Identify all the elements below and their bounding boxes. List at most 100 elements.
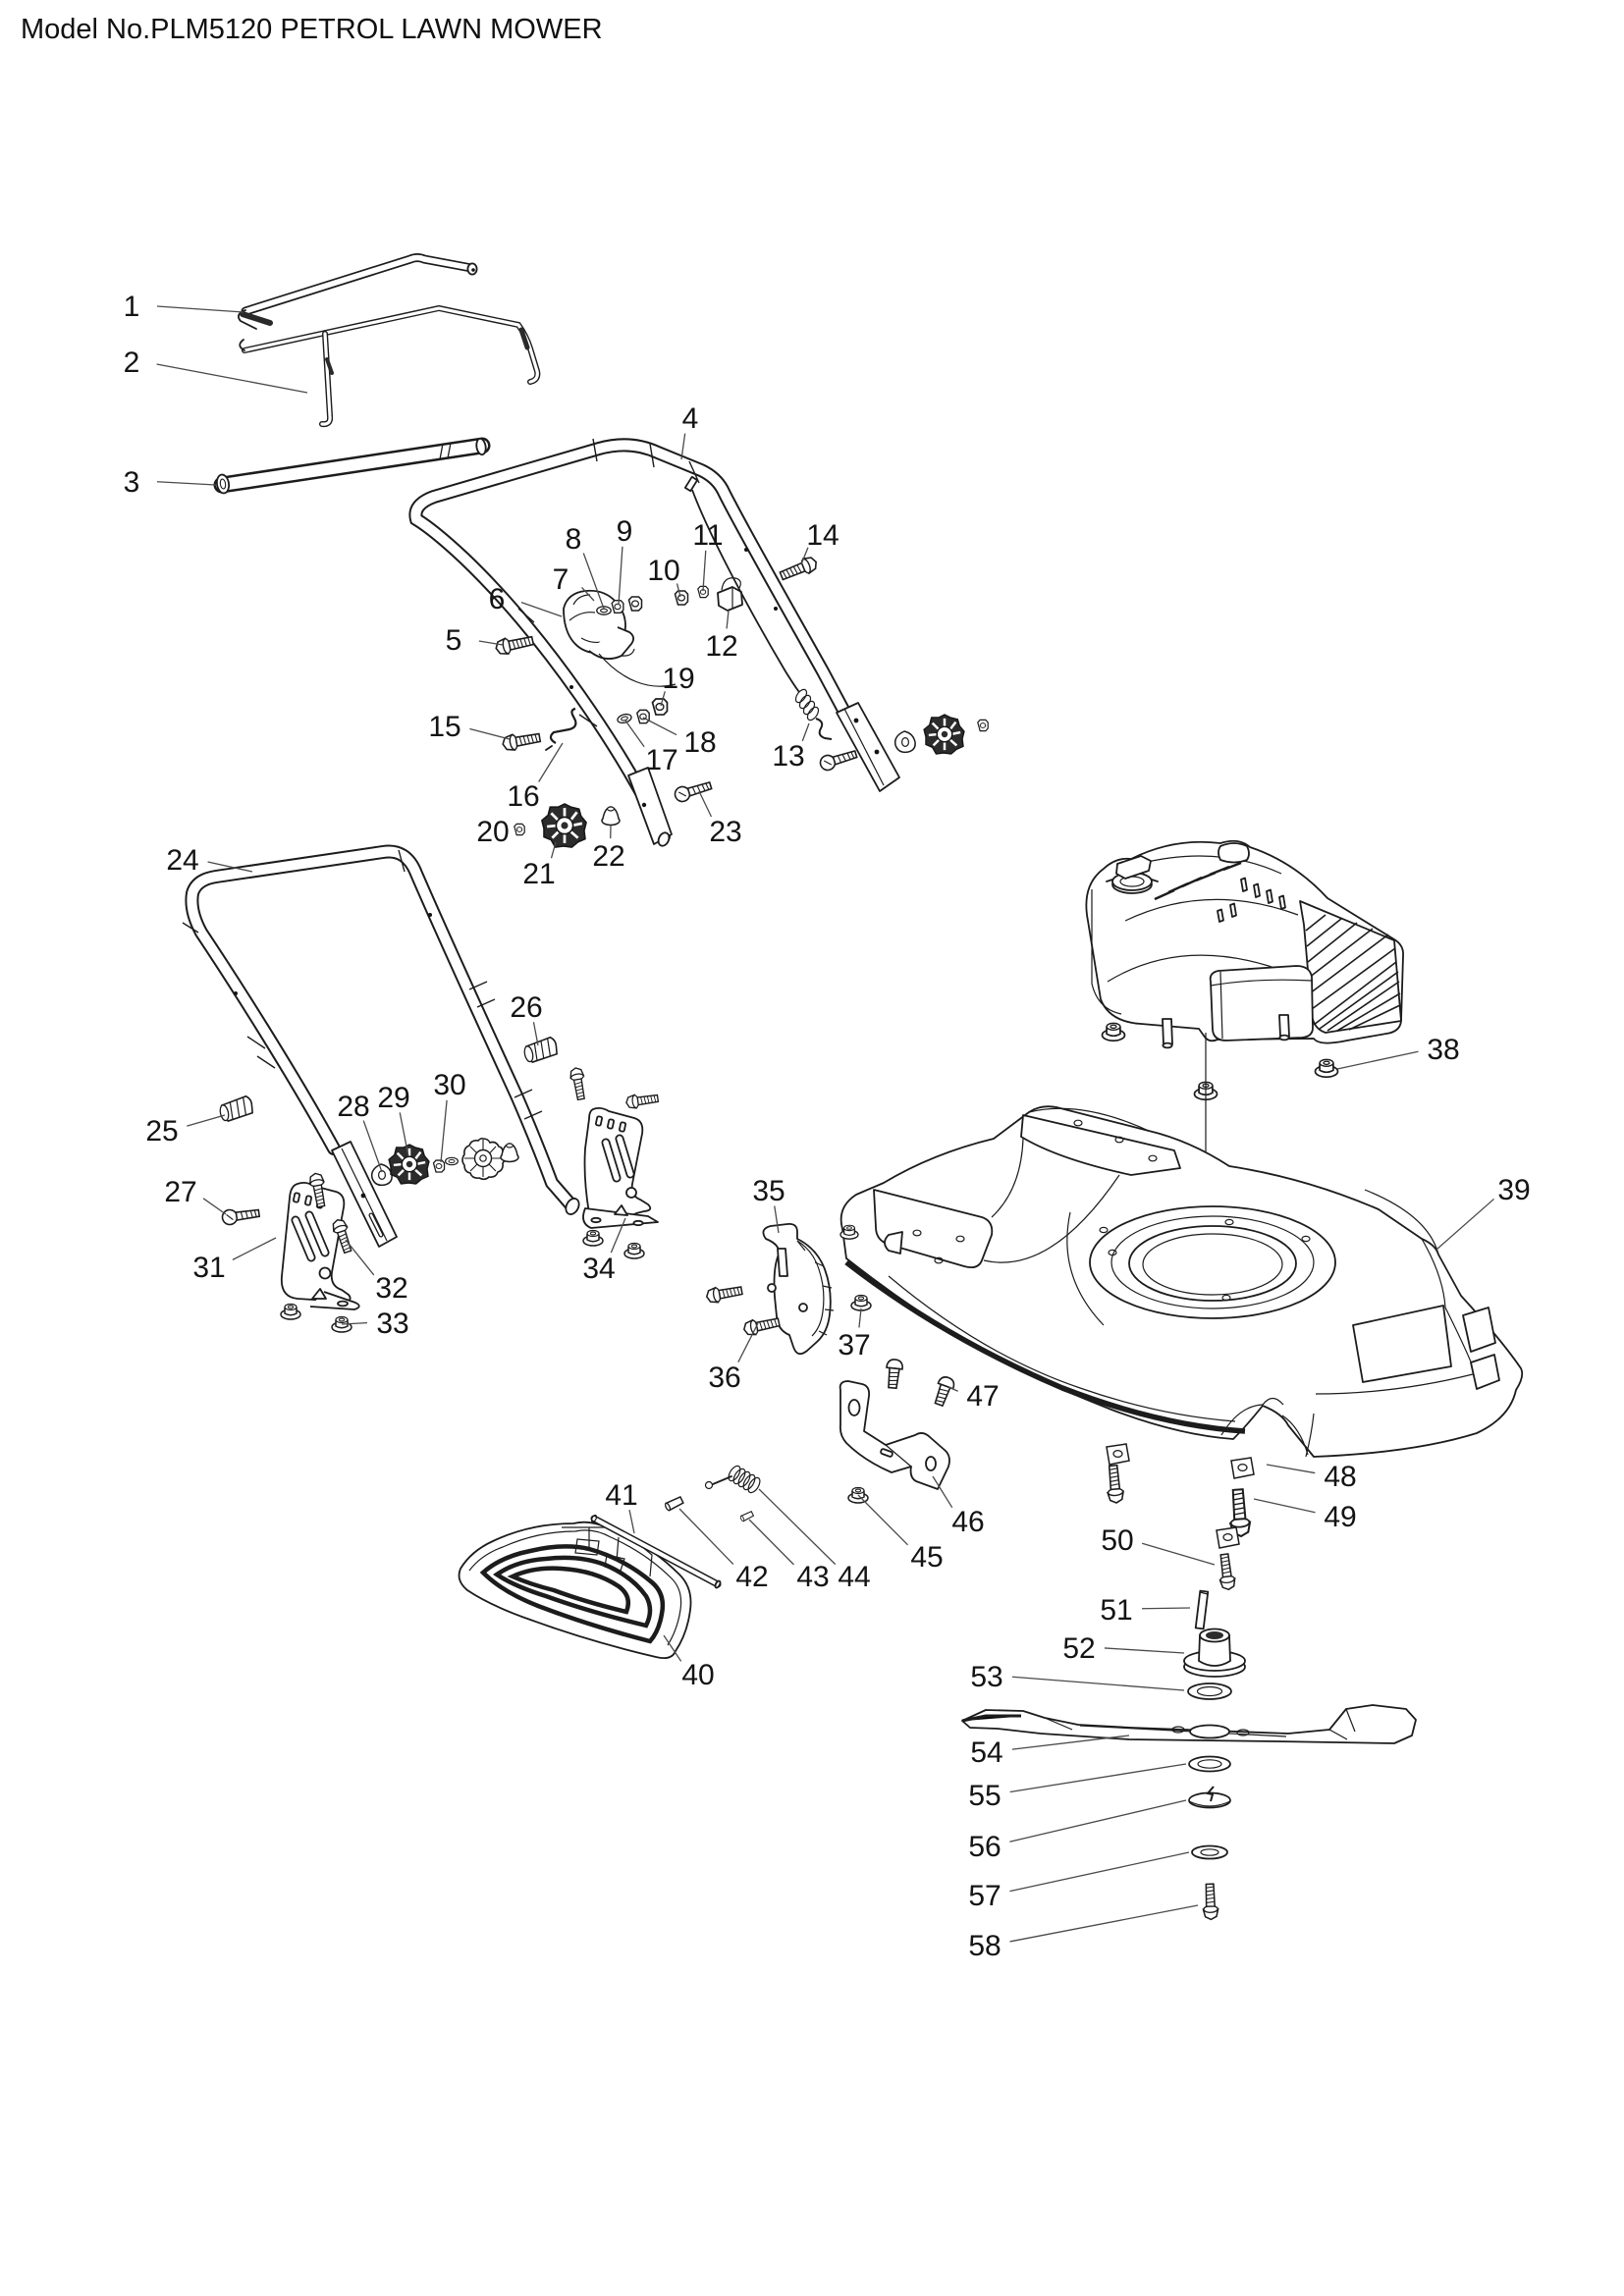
part-label-37: 37	[838, 1329, 870, 1362]
leader-line-58	[1009, 1904, 1199, 1943]
grip-tube-drawing	[213, 437, 491, 495]
leader-line-46	[932, 1475, 953, 1509]
flange-nut-icon	[850, 1294, 872, 1311]
part-label-17: 17	[645, 744, 677, 776]
leader-line-53	[1011, 1676, 1185, 1691]
leader-line-1	[156, 305, 244, 313]
part-label-15: 15	[428, 711, 460, 743]
part-label-6: 6	[489, 583, 506, 615]
leader-line-16	[538, 742, 564, 782]
control-rod-drawing	[239, 304, 541, 428]
leader-line-56	[1009, 1799, 1187, 1842]
part-label-35: 35	[752, 1175, 785, 1207]
leader-line-9	[618, 546, 623, 606]
part-label-39: 39	[1497, 1174, 1530, 1206]
part-label-49: 49	[1324, 1501, 1356, 1533]
part-label-43: 43	[796, 1561, 829, 1593]
part-label-40: 40	[681, 1659, 714, 1691]
right-bracket-drawing	[582, 1106, 659, 1229]
part-label-18: 18	[683, 726, 716, 759]
leader-line-43	[748, 1519, 794, 1566]
leader-line-52	[1104, 1647, 1185, 1654]
nut-icon	[432, 1159, 446, 1173]
flange-nut-icon	[1101, 1022, 1126, 1042]
part-label-10: 10	[647, 555, 679, 587]
screw-icon	[884, 1358, 904, 1390]
nut-icon	[627, 596, 643, 612]
spring-icon	[704, 1465, 761, 1494]
part-label-30: 30	[433, 1069, 465, 1101]
part-label-3: 3	[124, 466, 140, 499]
part-label-31: 31	[192, 1252, 225, 1284]
left-bracket-drawing	[280, 1181, 360, 1310]
part-label-14: 14	[806, 519, 839, 552]
leader-line-4	[680, 433, 686, 460]
nut-icon	[674, 590, 689, 606]
part-label-55: 55	[968, 1780, 1001, 1812]
engine-drawing	[1085, 839, 1404, 1101]
part-label-20: 20	[476, 816, 509, 848]
cone-nut-icon	[601, 806, 621, 827]
guard-bracket-drawing	[762, 1223, 835, 1356]
part-label-21: 21	[522, 858, 555, 890]
washer-icon	[616, 712, 633, 725]
hex-bolt-icon	[568, 1066, 589, 1101]
part-label-8: 8	[566, 523, 582, 556]
leader-line-41	[628, 1509, 635, 1534]
part-label-44: 44	[838, 1561, 870, 1593]
nut-icon	[611, 600, 624, 614]
leader-line-13	[801, 722, 810, 742]
square-nut-icon	[1216, 1526, 1240, 1549]
carriage-bolt-icon	[672, 777, 714, 805]
leader-line-47	[947, 1386, 958, 1392]
upper-handle-drawing	[408, 438, 900, 847]
part-label-50: 50	[1101, 1524, 1133, 1557]
leader-line-30	[440, 1099, 448, 1163]
deck-bolt-set	[1104, 1443, 1255, 1592]
lower-handle-drawing	[182, 844, 580, 1248]
star-knob-icon	[387, 1143, 431, 1186]
part-label-41: 41	[605, 1479, 637, 1512]
star-knob-icon	[461, 1137, 506, 1181]
hex-bolt-icon	[1201, 1883, 1219, 1921]
curved-washer-icon	[893, 730, 916, 754]
screw-icon	[930, 1374, 957, 1409]
leader-line-27	[202, 1198, 227, 1215]
flap-rod-and-spring	[590, 1465, 761, 1589]
flange-nut-icon	[1314, 1058, 1339, 1079]
cable-clamp-drawing	[717, 577, 743, 612]
part-label-24: 24	[166, 844, 198, 877]
part-label-38: 38	[1427, 1034, 1459, 1066]
carriage-bolt-icon	[817, 746, 859, 774]
leader-line-28	[362, 1120, 383, 1173]
leader-line-35	[774, 1205, 780, 1234]
cone-nut-icon	[500, 1143, 519, 1163]
part-label-1: 1	[124, 291, 140, 323]
leader-line-10	[676, 583, 681, 598]
leader-line-57	[1009, 1851, 1190, 1893]
nut-icon	[514, 823, 525, 836]
part-label-28: 28	[337, 1091, 369, 1123]
rear-flap-drawing	[458, 1521, 692, 1660]
part-label-16: 16	[507, 780, 539, 813]
leader-line-31	[232, 1237, 277, 1260]
bail-bar-drawing	[237, 253, 478, 330]
clamp-knob-icon	[217, 1095, 255, 1124]
leader-line-42	[678, 1508, 734, 1566]
part-label-54: 54	[970, 1736, 1002, 1769]
leader-line-38	[1336, 1050, 1419, 1070]
part-label-34: 34	[582, 1253, 615, 1285]
part-label-32: 32	[375, 1272, 407, 1305]
part-label-45: 45	[910, 1541, 943, 1574]
hex-bolt-icon	[1104, 1464, 1125, 1505]
leader-line-6	[520, 602, 563, 617]
part-label-23: 23	[709, 816, 741, 848]
part-label-58: 58	[968, 1930, 1001, 1962]
part-label-51: 51	[1100, 1594, 1132, 1627]
part-label-5: 5	[446, 624, 462, 657]
leader-line-5	[478, 640, 504, 646]
leader-line-29	[399, 1112, 409, 1157]
leader-line-49	[1253, 1498, 1316, 1514]
leader-line-12	[726, 610, 730, 629]
